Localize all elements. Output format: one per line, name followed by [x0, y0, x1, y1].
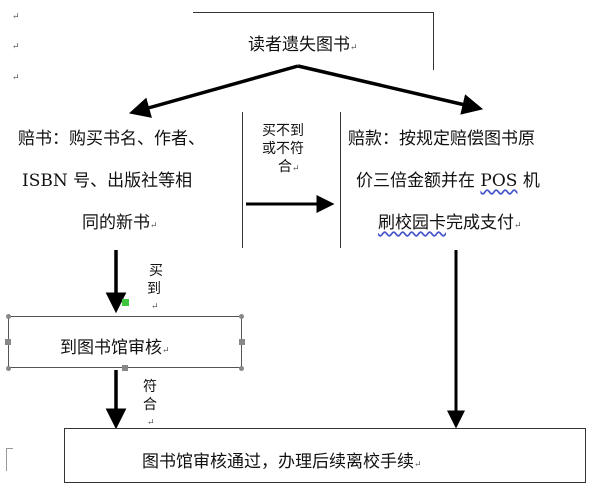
separator-right — [340, 112, 341, 248]
edge-label-cannot-buy-line3: 合 — [278, 159, 292, 175]
paragraph-mark: ↵ — [292, 164, 300, 174]
edge-label-bought-line1: 买 — [149, 263, 163, 279]
top-node-frame — [193, 12, 434, 70]
right-node-campus-card-text: 刷校园卡 — [378, 213, 446, 233]
edge-label-matches: 符 合 ↵ — [143, 378, 157, 432]
paragraph-mark: ↵ — [514, 221, 522, 231]
resize-handle-top-left[interactable] — [6, 314, 11, 319]
left-node-line2: ISBN 号、出版社等相 — [22, 171, 193, 191]
paragraph-mark: ↵ — [12, 42, 20, 52]
paragraph-mark: ↵ — [350, 43, 358, 53]
resize-handle-left[interactable] — [5, 339, 11, 345]
separator-left — [242, 112, 243, 248]
right-node-line2: 价三倍金额并在 POS 机 — [356, 160, 540, 202]
edge-label-bought: 买 到 ↵ — [147, 262, 163, 316]
bottom-node-text: 图书馆审核通过，办理后续离校手续 — [142, 452, 414, 472]
paragraph-mark: ↵ — [162, 346, 170, 356]
paragraph-mark: ↵ — [150, 221, 158, 231]
right-node-line2-end: 机 — [517, 171, 540, 191]
right-node-line2-text: 价三倍金额并在 — [356, 171, 481, 191]
edge-label-matches-line1: 符 — [143, 379, 157, 395]
edge-label-bought-line2: 到 — [147, 281, 161, 297]
bottom-node-label: 图书馆审核通过，办理后续离校手续↵ — [142, 447, 422, 472]
top-node-text: 读者遗失图书 — [248, 35, 350, 55]
edge-label-cannot-buy-line2: 或不符 — [262, 141, 304, 157]
left-node-line1: 赔书：购买书名、作者、 — [18, 129, 205, 149]
page-corner-marker — [6, 448, 13, 471]
paragraph-mark: ↵ — [147, 418, 155, 428]
edge-label-cannot-buy: 买不到 或不符 合↵ — [262, 122, 322, 178]
resize-handle-bottom-right[interactable] — [239, 366, 244, 371]
paragraph-mark: ↵ — [12, 12, 20, 22]
resize-handle-bottom[interactable] — [122, 365, 128, 371]
resize-handle-bottom-left[interactable] — [6, 366, 11, 371]
left-node-line3-text: 同的新书 — [82, 213, 150, 233]
paragraph-mark: ↵ — [12, 73, 20, 83]
resize-handle-top-right[interactable] — [239, 314, 244, 319]
paragraph-mark: ↵ — [151, 302, 159, 312]
bottom-node-box — [64, 428, 586, 483]
middle-node-text: 到图书馆审核 — [60, 338, 162, 358]
left-node-line3: 同的新书↵ — [82, 202, 158, 247]
arrow-to-right-node — [297, 64, 484, 115]
rotation-anchor-handle[interactable] — [122, 299, 129, 306]
paragraph-mark: ↵ — [414, 460, 422, 470]
top-node-label: 读者遗失图书↵ — [248, 30, 358, 55]
edge-label-cannot-buy-line1: 买不到 — [262, 123, 304, 139]
right-node-line1: 赔款：按规定赔偿图书原 — [348, 129, 535, 149]
right-node-pos-text: POS — [480, 171, 518, 191]
right-node-line3-text: 完成支付 — [446, 213, 514, 233]
middle-node-label: 到图书馆审核↵ — [60, 333, 170, 358]
resize-handle-right[interactable] — [239, 339, 245, 345]
arrow-to-left-node — [128, 64, 299, 118]
right-node-line3: 刷校园卡完成支付↵ — [378, 202, 522, 247]
edge-label-matches-line2: 合 — [143, 397, 157, 413]
